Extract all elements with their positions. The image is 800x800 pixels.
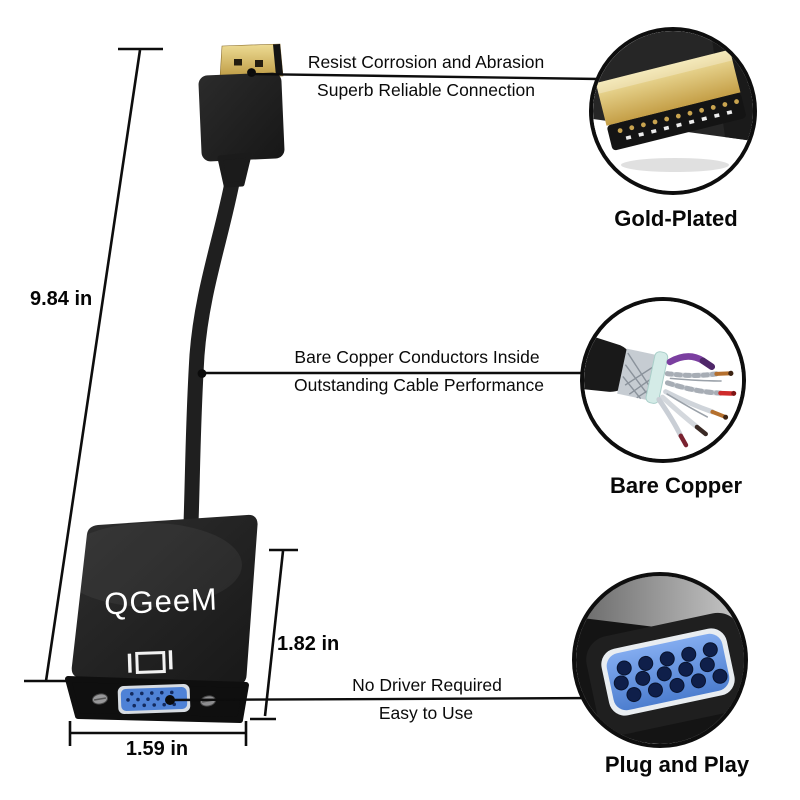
hdmi-connector [198, 43, 285, 188]
vga-port [117, 683, 191, 715]
brand-logo: QGeeM [104, 582, 219, 622]
adapter-sheen [58, 523, 242, 607]
callout-circle-gold [589, 27, 757, 195]
leader-vga [169, 696, 603, 702]
dimension-line-body-width [68, 721, 248, 746]
screw-left [92, 693, 108, 705]
monitor-icon [127, 650, 173, 674]
hdmi-tip-stripe [273, 44, 283, 76]
annotation-vga-line2: Easy to Use [378, 703, 474, 723]
dimension-body-width: 1.59 in [125, 738, 189, 760]
annotation-vga-line1: No Driver Required [352, 675, 502, 695]
dimension-body-height: 1.82 in [277, 633, 340, 655]
annotation-hdmi-line1: Resist Corrosion and Abrasion [307, 52, 545, 72]
hdmi-gold-tip [219, 43, 284, 79]
annotation-cable-line2: Outstanding Cable Performance [294, 375, 544, 395]
annotation-hdmi-line2: Superb Reliable Connection [317, 80, 535, 100]
dimension-line-overall [24, 47, 163, 683]
hdmi-pin-left [234, 59, 242, 66]
dimension-line-body-height [250, 548, 298, 721]
adapter-body: QGeeM [58, 514, 258, 723]
bare-copper-macro [584, 301, 742, 459]
callout-circle-plug [572, 572, 748, 748]
callout-circle-copper [580, 297, 746, 463]
callout-label-plug: Plug and Play [604, 752, 750, 777]
cable-boot [217, 152, 252, 188]
hdmi-callout-dot [247, 68, 256, 77]
hdmi-pin-right [255, 60, 263, 67]
callout-label-copper: Bare Copper [609, 473, 743, 498]
adapter-face [71, 514, 258, 685]
cable [183, 170, 241, 532]
annotation-cable-line1: Bare Copper Conductors Inside [294, 347, 540, 367]
vga-port-macro [576, 576, 744, 744]
hdmi-body [198, 72, 285, 162]
dimension-overall-length: 9.84 in [30, 288, 93, 310]
callout-label-gold: Gold-Plated [614, 206, 738, 231]
cable-callout-dot [197, 369, 207, 378]
dimension-lines [24, 47, 298, 746]
annotation-lines [169, 72, 603, 702]
gold-connector-macro [593, 31, 753, 191]
leader-hdmi [250, 72, 600, 81]
